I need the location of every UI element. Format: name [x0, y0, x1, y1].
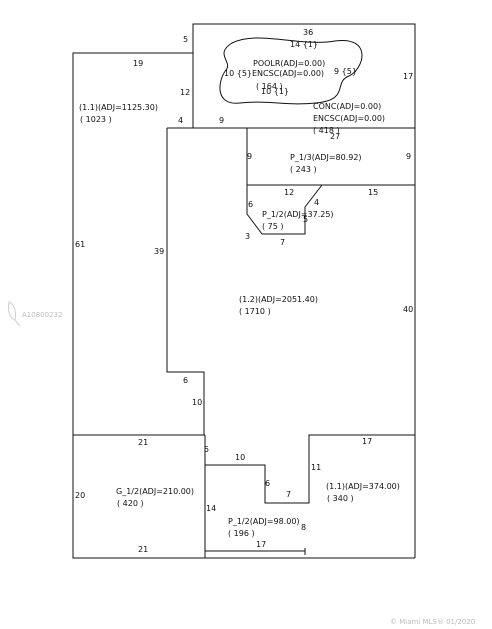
dimension-label: 9	[247, 152, 252, 161]
area-value: ( 1710 )	[239, 307, 271, 316]
dimension-label: 7	[286, 490, 291, 499]
dimension-label: 14	[206, 504, 216, 513]
pool-enclosure-label: ENCSC(ADJ=0.00)	[252, 69, 324, 78]
floor-plan-outline	[72, 23, 416, 559]
dimension-label: 4	[178, 116, 183, 125]
dimension-label: 6	[265, 479, 270, 488]
area-label: P_1/2(ADJ=37.25)	[262, 210, 334, 219]
area-value: ( 196 )	[228, 529, 255, 538]
area-label: P_1/2(ADJ=98.00)	[228, 517, 300, 526]
area-label: (1.1)(ADJ=374.00)	[326, 482, 400, 491]
dimension-label: 27	[330, 132, 340, 141]
area-label: ENCSC(ADJ=0.00)	[313, 114, 385, 123]
dimension-label: 12	[180, 88, 190, 97]
dimension-label: 40	[403, 305, 413, 314]
dimension-label: 17	[403, 72, 413, 81]
dimension-label: 19	[133, 59, 143, 68]
dimension-label: 3	[245, 232, 250, 241]
pool-bottom-dimension: 10 {1}	[261, 87, 289, 96]
dimension-label: 9	[406, 152, 411, 161]
dimension-label: 36	[303, 28, 313, 37]
dimension-label: 17	[256, 540, 266, 549]
dimension-label: 17	[362, 437, 372, 446]
area-value: ( 340 )	[327, 494, 354, 503]
dimension-labels: 36 5 19 12 4 9 17 27 9 9 12 15 4 6 5 3 7…	[75, 28, 413, 554]
dimension-label: 5	[204, 445, 209, 454]
dimension-label: 12	[284, 188, 294, 197]
dimension-label: 11	[311, 463, 321, 472]
area-label: P_1/3(ADJ=80.92)	[290, 153, 362, 162]
area-value: ( 1023 )	[80, 115, 112, 124]
pool-right-dimension: 9 {5}	[334, 67, 357, 76]
dimension-label: 8	[301, 523, 306, 532]
dimension-label: 61	[75, 240, 85, 249]
dimension-label: 6	[248, 200, 253, 209]
dimension-label: 20	[75, 491, 85, 500]
area-label: CONC(ADJ=0.00)	[313, 102, 381, 111]
dimension-label: 15	[368, 188, 378, 197]
dimension-label: 21	[138, 438, 148, 447]
area-labels: (1.1)(ADJ=1125.30) ( 1023 ) CONC(ADJ=0.0…	[79, 102, 400, 538]
area-value: ( 243 )	[290, 165, 317, 174]
pool-area: ( 164 )	[256, 82, 283, 91]
dimension-label: 5	[303, 215, 308, 224]
pool-top-dimension: 14 {1}	[290, 40, 318, 49]
dimension-label: 10	[192, 398, 202, 407]
copyright-watermark: © Miami MLS® 01/2020	[390, 618, 475, 626]
dimension-label: 4	[314, 198, 319, 207]
pool-left-dimension: 10 {5}	[224, 69, 252, 78]
dimension-label: 9	[219, 116, 224, 125]
dimension-label: 5	[183, 35, 188, 44]
area-value: ( 75 )	[262, 222, 284, 231]
dimension-label: 6	[183, 376, 188, 385]
area-value: ( 418 )	[313, 126, 340, 135]
listing-id-watermark: A10800232	[22, 311, 62, 319]
dimension-label: 10	[235, 453, 245, 462]
dimension-label: 39	[154, 247, 164, 256]
dimension-label: 7	[280, 238, 285, 247]
pool-labels: 14 {1} POOLR(ADJ=0.00) 10 {5} ENCSC(ADJ=…	[224, 40, 357, 96]
area-label: (1.2)(ADJ=2051.40)	[239, 295, 318, 304]
leaf-logo-icon	[7, 301, 21, 327]
pool-label: POOLR(ADJ=0.00)	[253, 59, 325, 68]
area-label: G_1/2(ADJ=210.00)	[116, 487, 194, 496]
area-value: ( 420 )	[117, 499, 144, 508]
dimension-label: 21	[138, 545, 148, 554]
area-label: (1.1)(ADJ=1125.30)	[79, 103, 158, 112]
watermark: A10800232 © Miami MLS® 01/2020	[7, 301, 475, 626]
